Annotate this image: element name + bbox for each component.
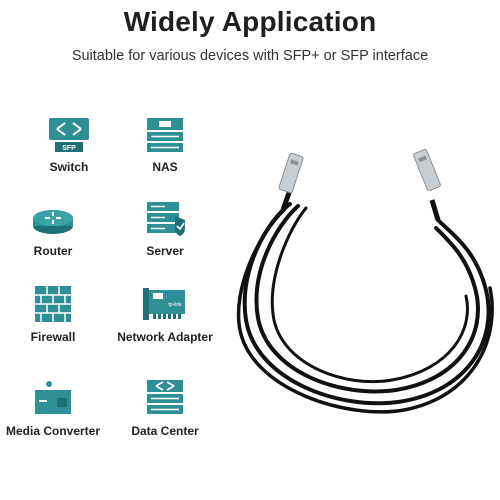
left-sfp-connector: [278, 152, 304, 211]
device-firewall: Firewall: [0, 284, 118, 344]
nas-icon: [147, 118, 183, 152]
server-icon: [147, 202, 185, 236]
device-label: NAS: [152, 160, 178, 174]
page-title: Widely Application: [123, 6, 377, 37]
device-switch: SFP Switch: [4, 114, 134, 174]
dac-cable-image: [236, 148, 494, 414]
device-router: Router: [0, 198, 118, 258]
device-label: Data Center: [131, 424, 199, 438]
page-subtitle: Suitable for various devices with SFP+ o…: [71, 48, 429, 64]
router-icon: [33, 210, 73, 234]
media-converter-icon: [35, 381, 71, 414]
switch-icon: SFP: [49, 118, 89, 152]
firewall-icon: [35, 286, 71, 322]
sfp-badge-text: SFP: [62, 145, 76, 152]
device-nas: NAS: [100, 114, 230, 174]
device-label: Network Adapter: [117, 330, 213, 344]
device-label: Switch: [49, 160, 89, 174]
device-label: Media Converter: [5, 424, 101, 438]
device-label: Server: [146, 244, 184, 258]
right-sfp-connector: [413, 148, 441, 221]
device-media-converter: Media Converter: [0, 378, 118, 438]
tplink-badge-text: tp-link: [168, 302, 182, 308]
network-adapter-icon: tp-link: [143, 288, 185, 320]
device-label: Router: [33, 244, 73, 258]
device-label: Firewall: [30, 330, 76, 344]
device-server: Server: [100, 198, 230, 258]
device-data-center: Data Center: [100, 378, 230, 438]
device-network-adapter: tp-link Network Adapter: [100, 284, 230, 344]
data-center-icon: [147, 380, 183, 414]
